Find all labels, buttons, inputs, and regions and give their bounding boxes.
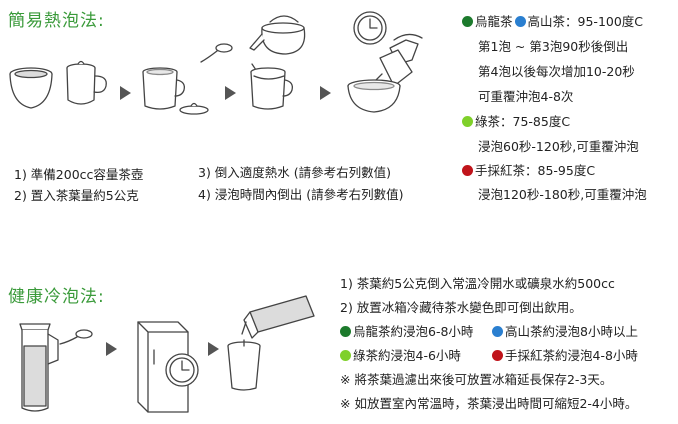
oolong-line-3: 可重覆沖泡4-8次 <box>478 89 574 104</box>
spoon-icon <box>200 43 233 63</box>
spoon-icon <box>59 329 93 345</box>
cold-line-2: 2) 放置冰箱冷藏待茶水變色即可倒出飲用。 <box>340 300 582 315</box>
arrow-icon <box>106 342 117 356</box>
cold-brew-title: 健康冷泡法: <box>8 287 105 307</box>
alpine-dot-icon <box>492 326 503 337</box>
green-dot-icon <box>462 116 473 127</box>
oolong-alpine-header: 烏龍茶高山茶：95-100度C <box>462 14 643 29</box>
cold-green: 綠茶約浸泡4-6小時 <box>340 348 461 363</box>
black-label: 手採紅茶 <box>475 163 526 178</box>
oolong-dot-icon <box>340 326 351 337</box>
cold-green-label: 綠茶約浸泡4-6小時 <box>353 348 461 363</box>
oolong-line-2: 第4泡以後每次增加10-20秒 <box>478 64 635 79</box>
cold-note-1: ※ 將茶葉過濾出來後可放置冰箱延長保存2-3天。 <box>340 372 613 387</box>
arrow-icon <box>120 86 131 100</box>
arrow-icon <box>208 342 219 356</box>
lid-icon <box>179 102 209 115</box>
cup-icon <box>250 63 293 110</box>
green-tea-header: 綠茶：75-85度C <box>462 114 570 129</box>
cold-oolong: 烏龍茶約浸泡6-8小時 <box>340 324 473 339</box>
cold-alpine-label: 高山茶約浸泡8小時以上 <box>505 324 638 339</box>
oolong-label: 烏龍茶 <box>475 14 513 29</box>
clock-icon <box>165 353 199 387</box>
kettle-icon <box>249 15 306 55</box>
green-temp: ：75-85度C <box>500 114 571 129</box>
glass-icon <box>227 339 261 391</box>
black-temp: ：85-95度C <box>525 163 596 178</box>
cold-alpine: 高山茶約浸泡8小時以上 <box>492 324 638 339</box>
oolong-line-1: 第1泡 ~ 第3泡90秒後倒出 <box>478 39 629 54</box>
hot-step-4: 4) 浸泡時間內倒出 (請參考右列數值) <box>198 187 404 202</box>
green-dot-icon <box>340 350 351 361</box>
green-line: 浸泡60秒-120秒,可重覆沖泡 <box>478 139 639 154</box>
teapot-icon <box>66 60 107 105</box>
hot-brew-title: 簡易熱泡法: <box>8 11 105 31</box>
arrow-icon <box>320 86 331 100</box>
arrow-icon <box>225 86 236 100</box>
pitcher-icon <box>19 323 59 412</box>
oolong-temp: ：95-100度C <box>565 14 644 29</box>
green-label: 綠茶 <box>475 114 501 129</box>
alpine-label: 高山茶 <box>527 14 566 29</box>
cold-black: 手採紅茶約浸泡4-8小時 <box>492 348 638 363</box>
black-line: 浸泡120秒-180秒,可重覆沖泡 <box>478 187 647 202</box>
hot-step-3: 3) 倒入適度熱水 (請參考右列數值) <box>198 165 392 180</box>
hot-step-2: 2) 置入茶葉量約5公克 <box>14 188 139 203</box>
bowl-icon <box>347 79 401 113</box>
cold-black-label: 手採紅茶約浸泡4-8小時 <box>505 348 638 363</box>
black-tea-header: 手採紅茶：85-95度C <box>462 163 595 178</box>
fridge-icon <box>137 321 189 413</box>
hot-step-1: 1) 準備200cc容量茶壺 <box>14 167 144 182</box>
alpine-dot-icon <box>514 16 526 27</box>
pitcher-icon <box>241 295 315 339</box>
oolong-dot-icon <box>462 16 473 27</box>
black-dot-icon <box>492 350 503 361</box>
cold-note-2: ※ 如放置室內常溫時，茶葉浸出時間可縮短2-4小時。 <box>340 396 638 411</box>
cold-line-1: 1) 茶葉約5公克倒入常溫冷開水或礦泉水約500cc <box>340 276 615 291</box>
black-dot-icon <box>462 165 473 176</box>
cold-oolong-label: 烏龍茶約浸泡6-8小時 <box>353 324 474 339</box>
cup-icon <box>142 67 185 110</box>
clock-icon <box>353 11 387 45</box>
bowl-icon <box>9 67 53 109</box>
